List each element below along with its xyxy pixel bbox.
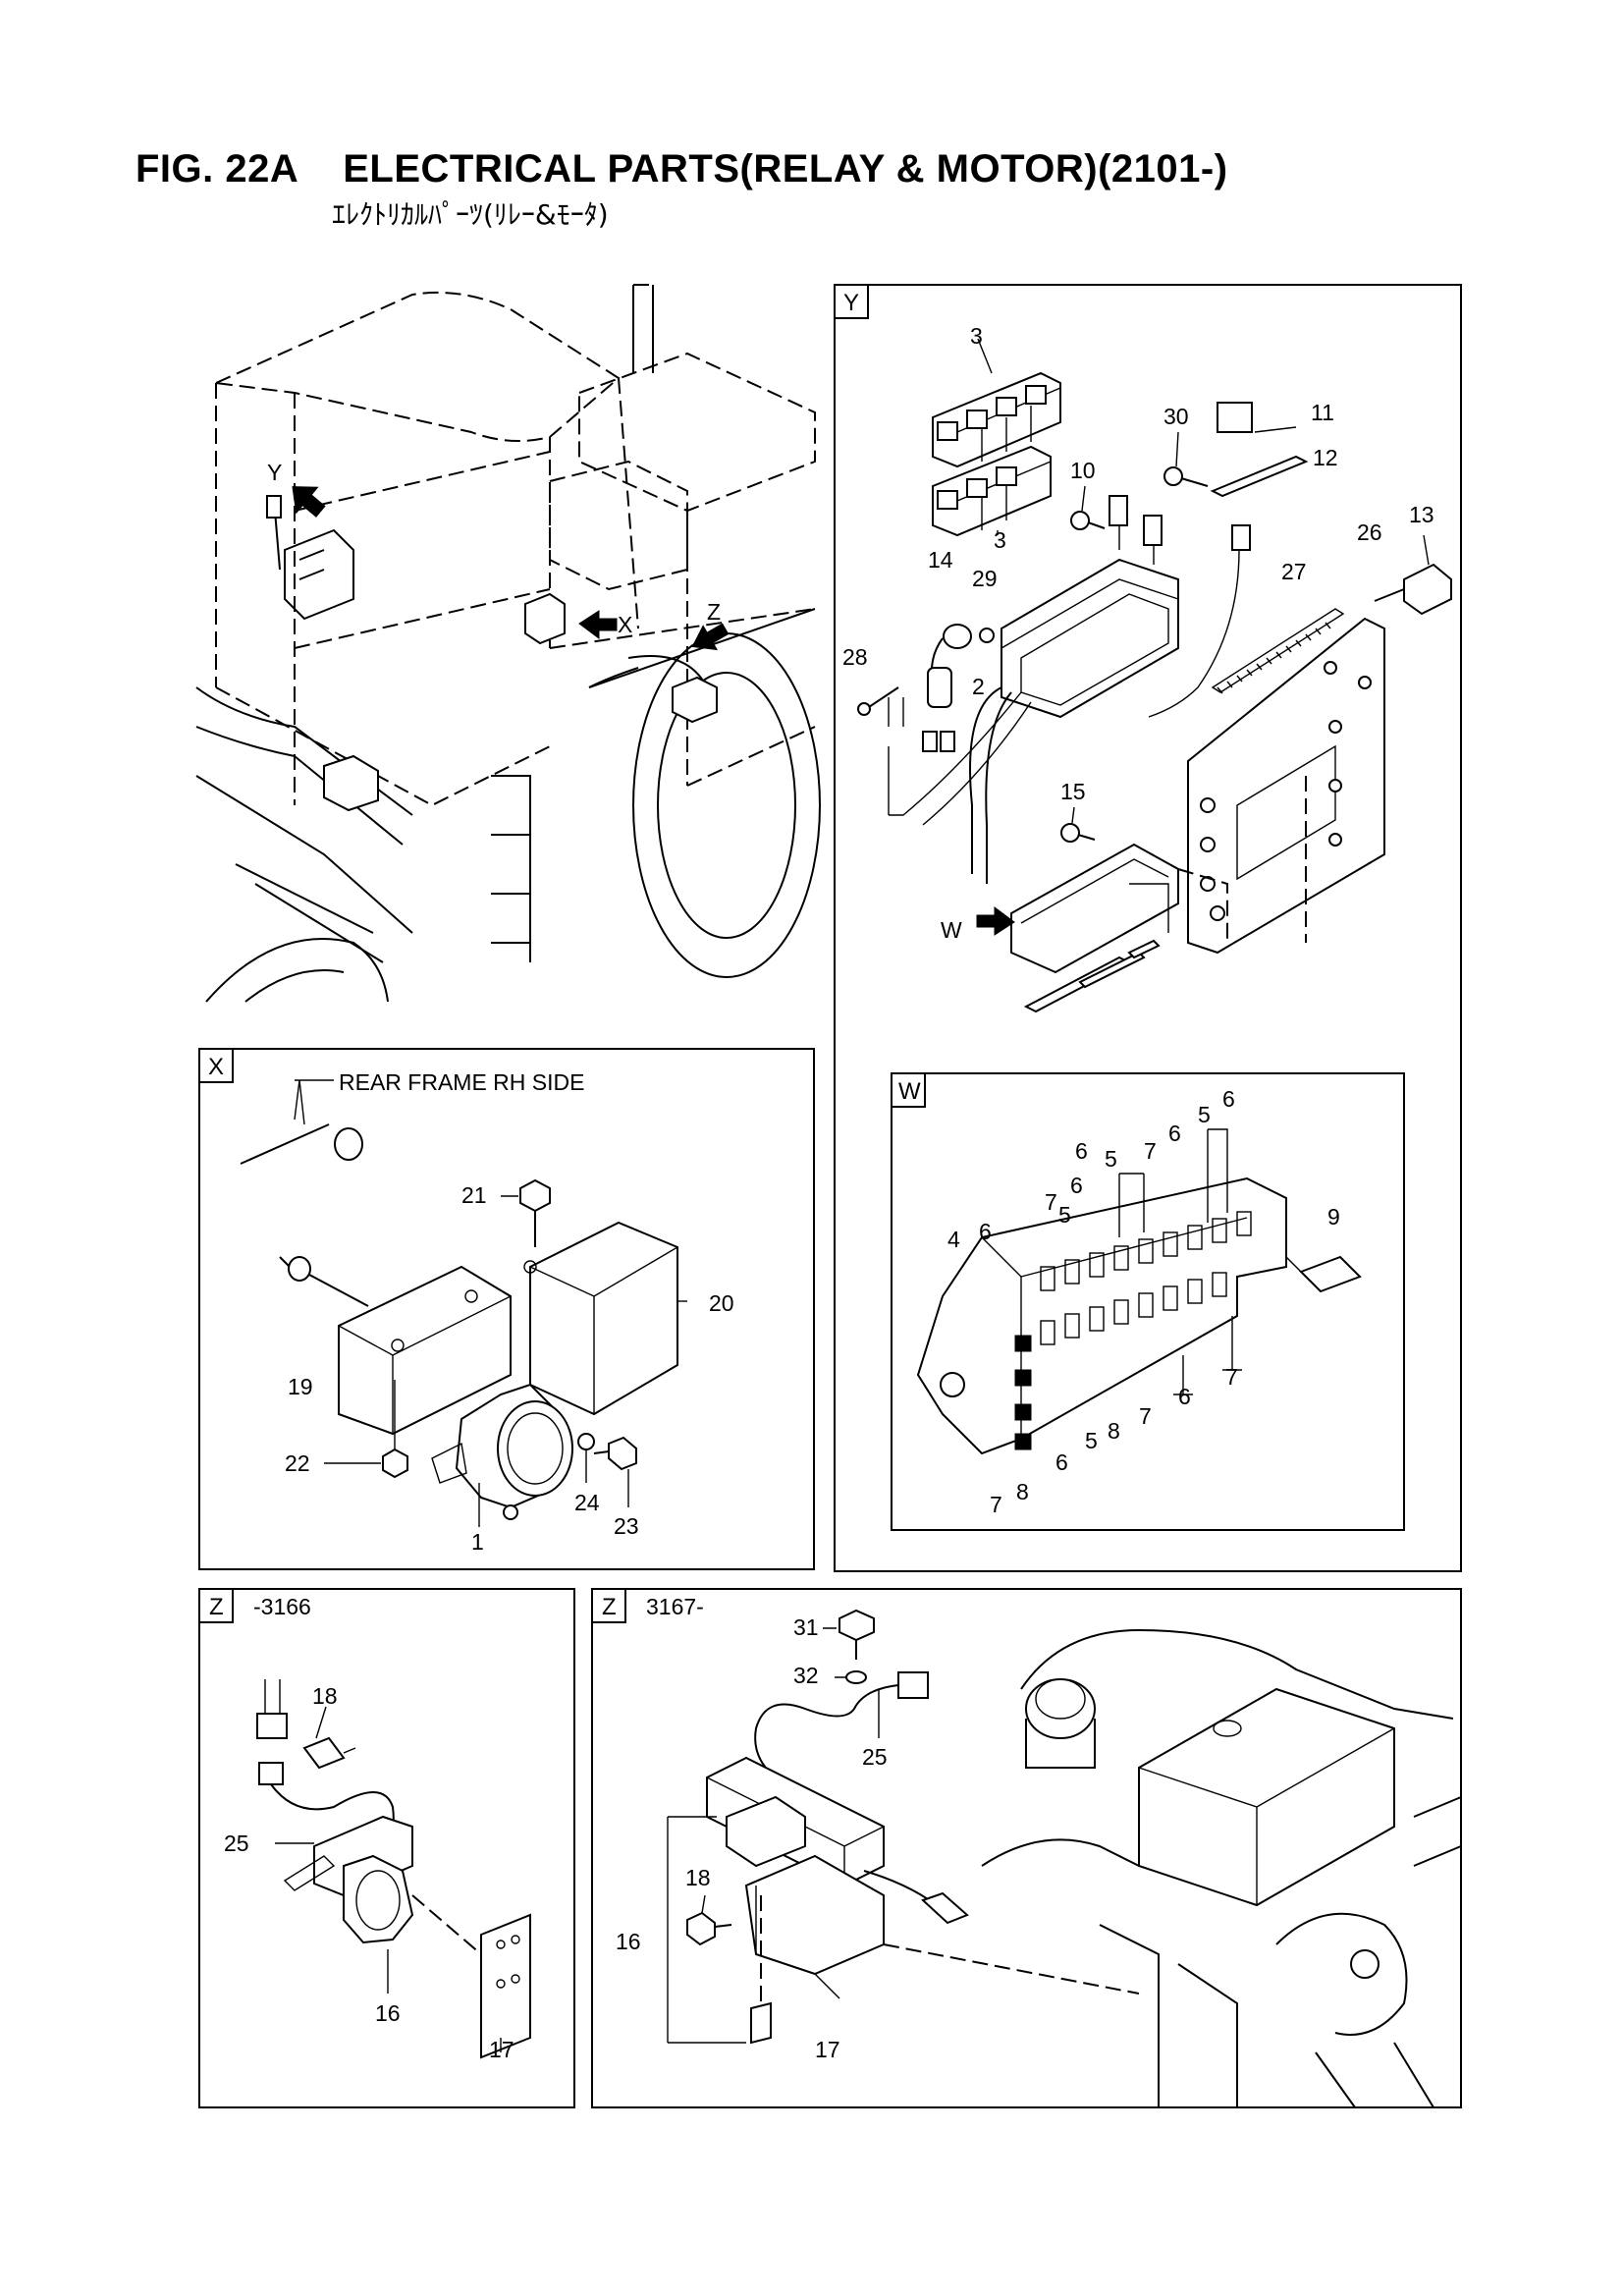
panel-z-late-drawing bbox=[667, 1609, 1462, 2108]
callout-7-b: 7 bbox=[1144, 1138, 1157, 1164]
relay-group-lower bbox=[932, 445, 1052, 537]
callout-14: 14 bbox=[928, 547, 953, 573]
callout-6-b: 6 bbox=[1075, 1138, 1088, 1164]
callout-5-c: 5 bbox=[1198, 1102, 1211, 1127]
callout-9: 9 bbox=[1327, 1204, 1340, 1230]
arrow-label-z: Z bbox=[707, 599, 721, 625]
panel-y-frame bbox=[834, 284, 1462, 1572]
callout-6-c: 6 bbox=[1168, 1121, 1181, 1146]
callout-7-d: 7 bbox=[1139, 1403, 1152, 1429]
rear-frame-note: REAR FRAME RH SIDE bbox=[339, 1069, 584, 1095]
callout-5-a: 5 bbox=[1058, 1202, 1071, 1228]
fuse-box-detail bbox=[916, 1128, 1362, 1455]
callout-8-a: 8 bbox=[1108, 1418, 1120, 1444]
panel-w-frame bbox=[891, 1072, 1405, 1531]
panel-w bbox=[891, 1072, 1405, 1531]
panel-w-tag-box bbox=[891, 1072, 926, 1108]
callout-6-f: 6 bbox=[1178, 1384, 1191, 1409]
panel-z-late-tag-box bbox=[591, 1588, 626, 1623]
callout-19: 19 bbox=[288, 1374, 313, 1399]
callout-27: 27 bbox=[1281, 559, 1307, 584]
arrow-label-w: W bbox=[941, 917, 962, 943]
panel-x-tag-box bbox=[198, 1048, 234, 1083]
panel-x-drawing bbox=[240, 1079, 687, 1527]
callout-6-side: 6 bbox=[979, 1219, 992, 1244]
panel-w-tag: W bbox=[898, 1078, 921, 1105]
panel-y-tag: Y bbox=[843, 290, 859, 316]
panel-z-late-tag: Z bbox=[602, 1594, 617, 1620]
callout-23: 23 bbox=[614, 1513, 639, 1539]
callout-28: 28 bbox=[842, 644, 868, 670]
panel-z-early-frame bbox=[198, 1588, 575, 2108]
callout-1: 1 bbox=[471, 1529, 484, 1555]
callout-17-early: 17 bbox=[489, 2037, 514, 2062]
callout-17-late: 17 bbox=[815, 2037, 840, 2062]
figure-title: FIG. 22A ELECTRICAL PARTS(RELAY & MOTOR)… bbox=[135, 147, 1228, 191]
callout-6-e: 6 bbox=[1055, 1449, 1068, 1475]
callout-16-late: 16 bbox=[616, 1929, 641, 1954]
callout-5-b: 5 bbox=[1105, 1146, 1117, 1172]
panel-z-early-tag-box bbox=[198, 1588, 234, 1623]
panel-z-early-drawing bbox=[256, 1679, 531, 2059]
title-block: FIG. 22A ELECTRICAL PARTS(RELAY & MOTOR)… bbox=[135, 147, 1228, 233]
callout-10: 10 bbox=[1070, 458, 1096, 483]
callout-12: 12 bbox=[1313, 445, 1338, 470]
callout-7-a: 7 bbox=[1045, 1189, 1057, 1215]
main-machine-view bbox=[195, 284, 821, 1003]
arrow-label-x: X bbox=[618, 612, 632, 637]
relay-group-upper bbox=[932, 371, 1061, 468]
callout-24: 24 bbox=[574, 1490, 600, 1515]
panel-y bbox=[834, 284, 1462, 1572]
callout-13: 13 bbox=[1409, 502, 1434, 527]
panel-x bbox=[198, 1048, 815, 1570]
callout-25-early: 25 bbox=[224, 1831, 249, 1856]
callout-5-d: 5 bbox=[1085, 1428, 1098, 1453]
figure-subtitle-japanese: ｴﾚｸﾄﾘｶﾙﾊﾟｰﾂ(ﾘﾚｰ&ﾓｰﾀ) bbox=[332, 198, 609, 231]
callout-4: 4 bbox=[947, 1227, 960, 1252]
callout-6-d: 6 bbox=[1222, 1086, 1235, 1112]
panel-y-drawing bbox=[857, 338, 1452, 1013]
callout-32: 32 bbox=[793, 1663, 819, 1688]
callout-25-late: 25 bbox=[862, 1744, 888, 1770]
panel-z-late bbox=[591, 1588, 1462, 2108]
arrow-label-y: Y bbox=[267, 460, 282, 485]
panel-x-frame bbox=[198, 1048, 815, 1570]
callout-3-upper: 3 bbox=[970, 323, 983, 349]
panel-y-tag-box bbox=[834, 284, 869, 319]
panel-x-tag: X bbox=[208, 1054, 224, 1080]
panel-z-early bbox=[198, 1588, 575, 2108]
callout-7-c: 7 bbox=[990, 1492, 1002, 1517]
panel-z-early-range: -3166 bbox=[253, 1594, 311, 1619]
callout-26: 26 bbox=[1357, 519, 1382, 545]
panel-z-late-range: 3167- bbox=[646, 1594, 704, 1619]
callout-29: 29 bbox=[972, 566, 998, 591]
callout-18-late: 18 bbox=[685, 1865, 711, 1890]
panel-z-early-tag: Z bbox=[209, 1594, 224, 1620]
panel-z-late-frame bbox=[591, 1588, 1462, 2108]
callout-8-b: 8 bbox=[1016, 1479, 1029, 1504]
callout-11: 11 bbox=[1311, 400, 1334, 425]
callout-18-early: 18 bbox=[312, 1683, 338, 1709]
callout-20: 20 bbox=[709, 1290, 734, 1316]
callout-6-a: 6 bbox=[1070, 1173, 1083, 1198]
callout-22: 22 bbox=[285, 1450, 310, 1476]
callout-21: 21 bbox=[461, 1182, 487, 1208]
callout-16-early: 16 bbox=[375, 2000, 401, 2026]
callout-3-lower: 3 bbox=[994, 527, 1006, 553]
callout-30: 30 bbox=[1163, 404, 1189, 429]
callout-7-e: 7 bbox=[1225, 1364, 1238, 1390]
callout-15: 15 bbox=[1060, 779, 1086, 804]
callout-2: 2 bbox=[972, 674, 985, 699]
callout-31: 31 bbox=[793, 1614, 819, 1640]
